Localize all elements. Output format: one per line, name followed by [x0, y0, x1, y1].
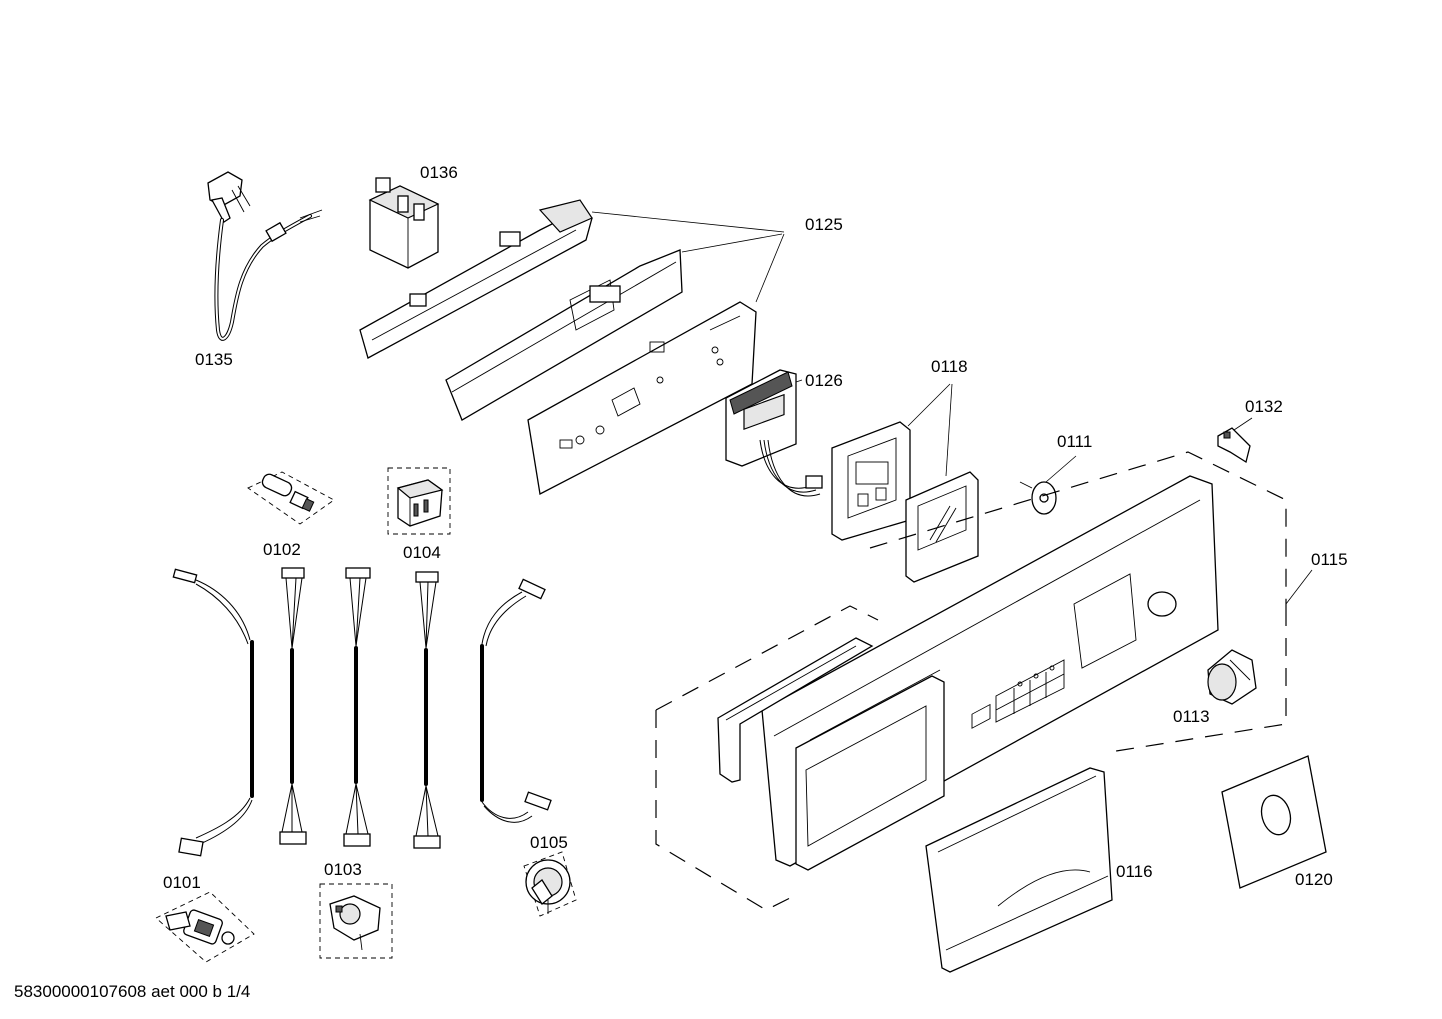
label-0115: 0115 [1311, 550, 1348, 569]
label-0136: 0136 [420, 163, 458, 182]
leader-lines [591, 211, 1313, 605]
interference-suppressor-part[interactable] [368, 177, 440, 269]
valve-0101-part[interactable] [155, 891, 255, 963]
label-0102: 0102 [263, 540, 301, 559]
label-0132: 0132 [1245, 397, 1283, 416]
label-0111: 0111 [1057, 432, 1092, 451]
display-window-part[interactable] [905, 471, 979, 583]
assembly-outline [655, 605, 879, 711]
label-0105: 0105 [530, 833, 568, 852]
label-0113: 0113 [1173, 707, 1210, 726]
power-cord-part[interactable] [207, 171, 323, 341]
pressure-switch-0103-part[interactable] [319, 883, 393, 959]
light-pipe-part[interactable] [1019, 481, 1057, 515]
label-0104: 0104 [403, 543, 441, 562]
label-sticker-part[interactable] [1221, 755, 1327, 889]
sensor-0102-part[interactable] [247, 471, 335, 525]
label-0135: 0135 [195, 350, 233, 369]
label-0120: 0120 [1295, 870, 1333, 889]
label-0103: 0103 [324, 860, 362, 879]
drawer-handle-part[interactable] [925, 767, 1113, 973]
wire-harness-3-part[interactable] [343, 567, 371, 847]
footer-reference: 58300000107608 aet 000 b 1/4 [14, 982, 250, 1001]
label-0118: 0118 [931, 357, 968, 376]
fascia-panel-part[interactable] [761, 475, 1219, 871]
display-frame-part[interactable] [831, 421, 911, 541]
label-0125: 0125 [805, 215, 843, 234]
wire-harness-4-part[interactable] [413, 571, 441, 849]
label-0101: 0101 [163, 873, 201, 892]
part-number-labels: 0136 0125 0135 0126 0118 0132 0111 0102 … [163, 163, 1348, 892]
control-module-part[interactable] [359, 199, 757, 495]
display-module-part[interactable] [725, 369, 823, 497]
wire-harness-2-part[interactable] [279, 567, 307, 845]
label-0116: 0116 [1116, 862, 1153, 881]
connector-block-0104-part[interactable] [387, 467, 451, 535]
wire-harness-5-part[interactable] [480, 578, 552, 823]
pressure-sensor-0105-part[interactable] [523, 851, 577, 917]
wire-harness-1-part[interactable] [172, 568, 254, 857]
bracket-part[interactable] [1217, 427, 1251, 464]
program-knob-part[interactable] [1207, 649, 1257, 705]
label-0126: 0126 [805, 371, 843, 390]
seal-gasket-part[interactable] [717, 637, 874, 783]
